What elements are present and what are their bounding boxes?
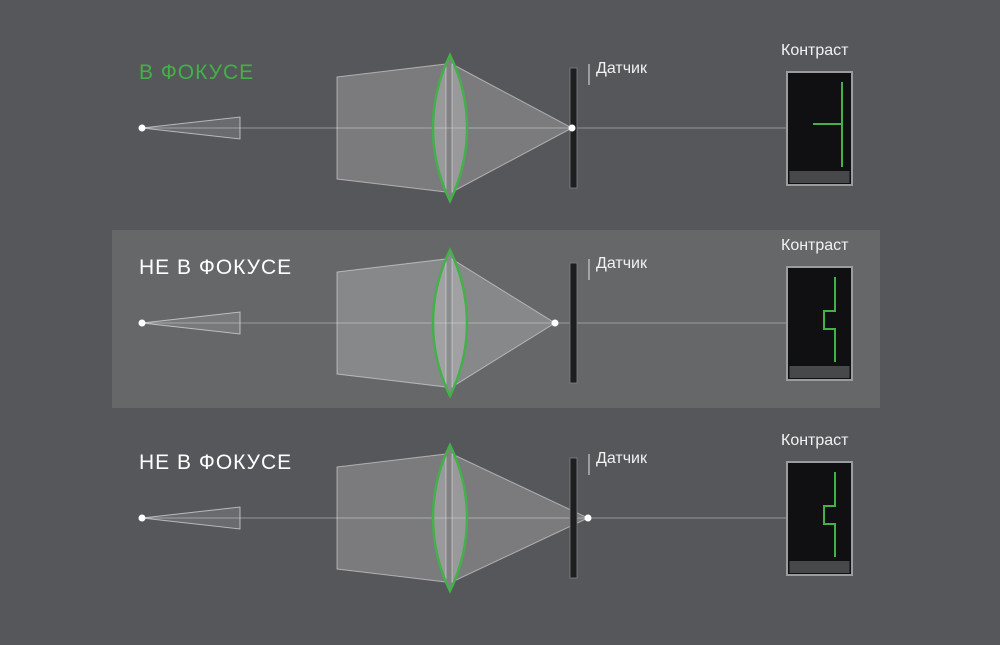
optical-diagram-front-focus <box>138 247 853 399</box>
sensor-label: Датчик <box>596 450 647 467</box>
light-cone-entering <box>336 453 447 583</box>
contrast-display-icon <box>786 71 853 186</box>
source-point-icon <box>138 319 146 327</box>
light-cone-converging <box>451 63 574 193</box>
row-in-focus: В ФОКУСЕ Датчик Контраст <box>0 28 1000 228</box>
source-point-icon <box>138 124 146 132</box>
contrast-display-base <box>789 366 850 378</box>
optical-diagram-in-focus <box>138 52 853 204</box>
contrast-display-icon <box>786 266 853 381</box>
optical-diagram-back-focus <box>138 442 853 594</box>
contrast-trace-soft <box>823 472 836 557</box>
source-cone <box>141 311 241 335</box>
source-cone <box>141 116 241 140</box>
contrast-display-frame <box>786 461 853 576</box>
light-cone-entering <box>336 258 447 388</box>
sensor-icon <box>569 457 578 579</box>
lens-icon <box>431 52 469 204</box>
light-cone-entering <box>336 63 447 193</box>
sensor-label: Датчик <box>596 60 647 77</box>
focus-point-icon <box>551 319 559 327</box>
contrast-display-frame <box>786 266 853 381</box>
contrast-display-base <box>789 171 850 183</box>
focus-point-icon <box>584 514 592 522</box>
contrast-label: Контраст <box>781 237 849 254</box>
contrast-trace-sharp <box>813 82 843 167</box>
focus-point-icon <box>568 124 576 132</box>
source-cone <box>141 506 241 530</box>
row-out-of-focus-back: НЕ В ФОКУСЕ Датчик Контраст <box>0 418 1000 618</box>
row-title: В ФОКУСЕ <box>139 61 255 84</box>
sensor-icon <box>569 262 578 384</box>
light-cone-converging <box>451 453 590 583</box>
source-point-icon <box>138 514 146 522</box>
sensor-label: Датчик <box>596 255 647 272</box>
contrast-trace-soft <box>823 277 836 362</box>
contrast-display-base <box>789 561 850 573</box>
row-title: НЕ В ФОКУСЕ <box>139 256 293 279</box>
light-cone-converging <box>451 258 556 388</box>
contrast-display-icon <box>786 461 853 576</box>
row-out-of-focus-front: НЕ В ФОКУСЕ Датчик Контраст <box>0 223 1000 423</box>
lens-icon <box>431 442 469 594</box>
contrast-label: Контраст <box>781 42 849 59</box>
contrast-label: Контраст <box>781 432 849 449</box>
row-title: НЕ В ФОКУСЕ <box>139 451 293 474</box>
lens-icon <box>431 247 469 399</box>
